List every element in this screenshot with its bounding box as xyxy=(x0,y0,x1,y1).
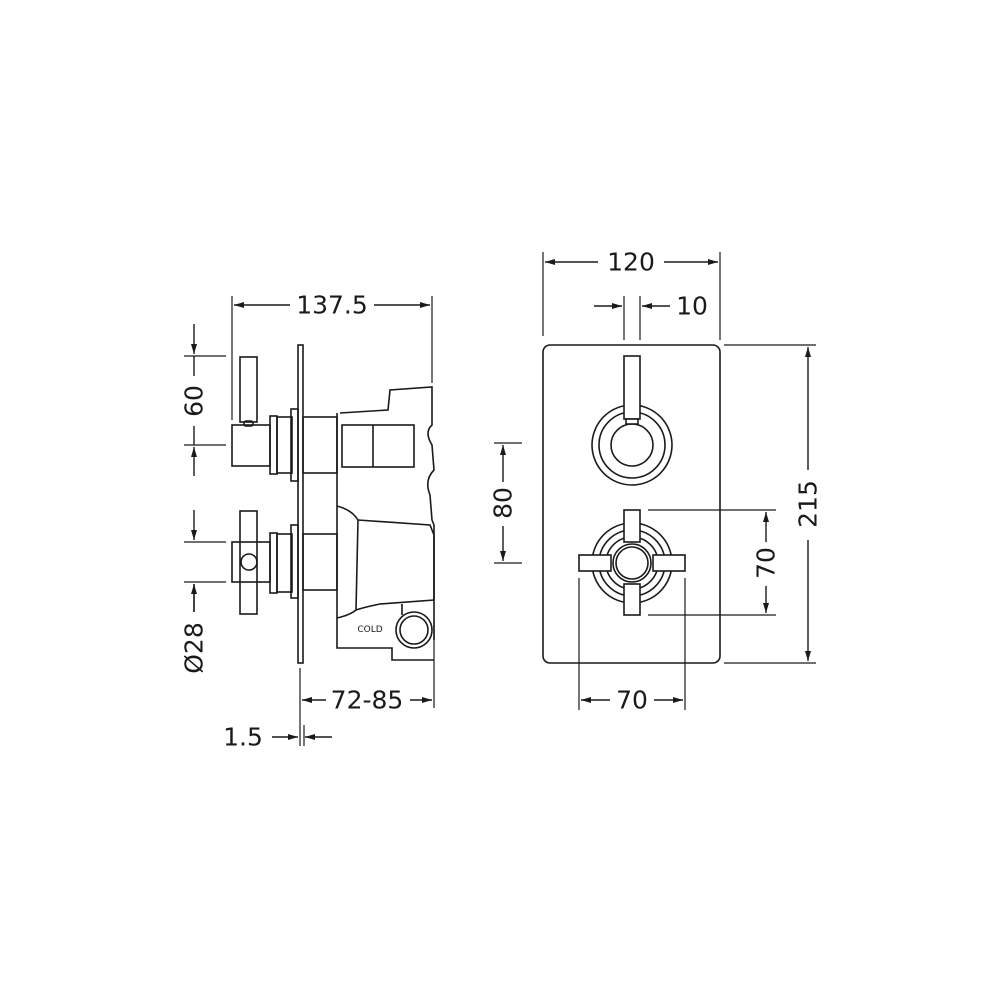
projection-label: 72-85 xyxy=(331,686,404,715)
cross-height-label: 70 xyxy=(752,547,781,579)
depth-label: 137.5 xyxy=(296,291,368,320)
dimension-plate-thickness: 1.5 xyxy=(223,723,332,752)
dimension-lever-width: 10 xyxy=(594,292,708,340)
front-view: 120 10 215 80 70 70 xyxy=(488,248,823,716)
cold-port: COLD xyxy=(357,611,433,649)
lever-height-label: 60 xyxy=(180,385,209,417)
dimension-projection: 72-85 xyxy=(299,620,435,746)
upper-lever-front xyxy=(591,355,673,486)
dimension-width: 120 xyxy=(542,248,721,340)
height-label: 215 xyxy=(794,480,823,528)
wall-plate xyxy=(297,344,304,664)
dimension-cross-width: 70 xyxy=(578,578,686,716)
width-label: 120 xyxy=(607,248,655,277)
dimension-height: 215 xyxy=(724,344,823,664)
dimension-depth: 137.5 xyxy=(231,290,433,420)
handle-spacing-label: 80 xyxy=(489,487,518,519)
dimension-cross-height: 70 xyxy=(648,509,781,616)
diameter-label: Ø28 xyxy=(180,622,209,674)
cross-width-label: 70 xyxy=(616,686,648,715)
lever-width-label: 10 xyxy=(676,292,708,321)
cold-label: COLD xyxy=(357,625,382,635)
lower-cross-front xyxy=(578,509,686,616)
dimension-handle-spacing: 80 xyxy=(488,442,522,564)
plate-thickness-label: 1.5 xyxy=(223,723,263,752)
face-plate xyxy=(542,344,721,664)
dimension-lever-height: 60 xyxy=(180,324,226,476)
valve-body xyxy=(336,386,435,661)
upper-lever-handle xyxy=(231,356,338,482)
side-view: COLD 137.5 60 Ø28 72-85 xyxy=(180,290,435,752)
dimension-diameter: Ø28 xyxy=(180,510,226,674)
lower-cross-handle xyxy=(231,510,338,615)
